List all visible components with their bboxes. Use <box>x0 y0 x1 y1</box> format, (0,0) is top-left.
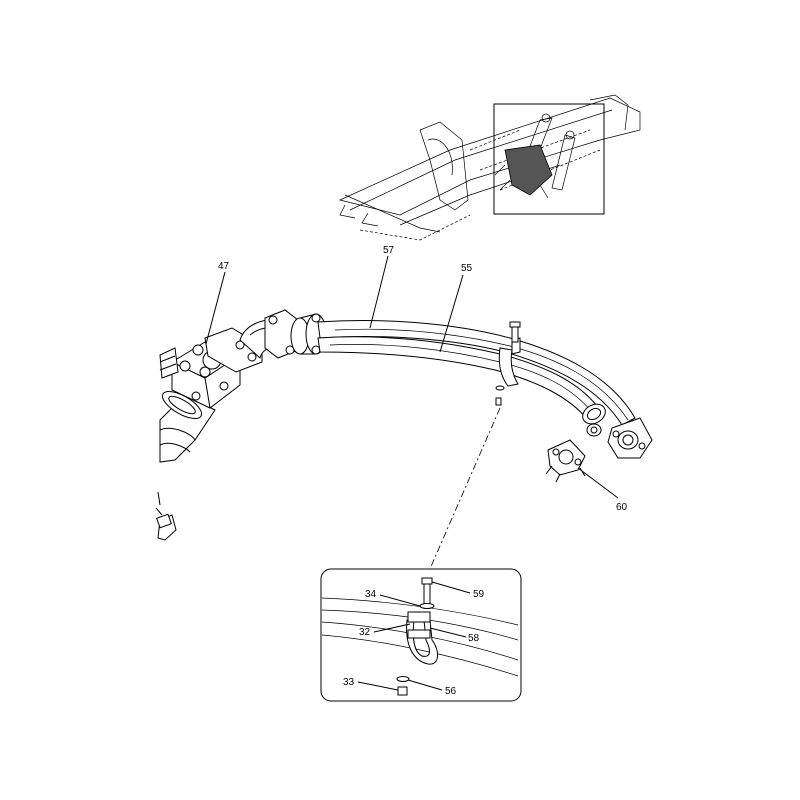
hose-pair <box>317 320 653 459</box>
machine-frame-overview <box>338 94 641 241</box>
leader-lines <box>205 255 619 691</box>
callout-58: 58 <box>468 633 480 644</box>
hose-end-fitting-right <box>607 417 653 459</box>
callout-59: 59 <box>473 589 485 600</box>
detail-reference-line <box>425 407 501 579</box>
detail-locator-box <box>493 103 605 215</box>
callout-33: 33 <box>343 677 355 688</box>
callout-60: 60 <box>616 502 628 513</box>
callout-55: 55 <box>461 263 473 274</box>
callout-56: 56 <box>445 686 457 697</box>
elbow-fitting <box>204 309 327 373</box>
flange-part-60 <box>545 423 602 483</box>
callout-32: 32 <box>359 627 371 638</box>
callout-labels: 47 57 55 60 34 59 32 58 33 56 <box>218 245 628 697</box>
hose-clamp <box>495 321 521 406</box>
callout-57: 57 <box>383 245 395 256</box>
hose-end-fitting-left <box>582 403 606 425</box>
callout-34: 34 <box>365 589 377 600</box>
callout-47: 47 <box>218 261 230 272</box>
detail-inset <box>320 568 522 702</box>
valve-body <box>155 341 241 541</box>
